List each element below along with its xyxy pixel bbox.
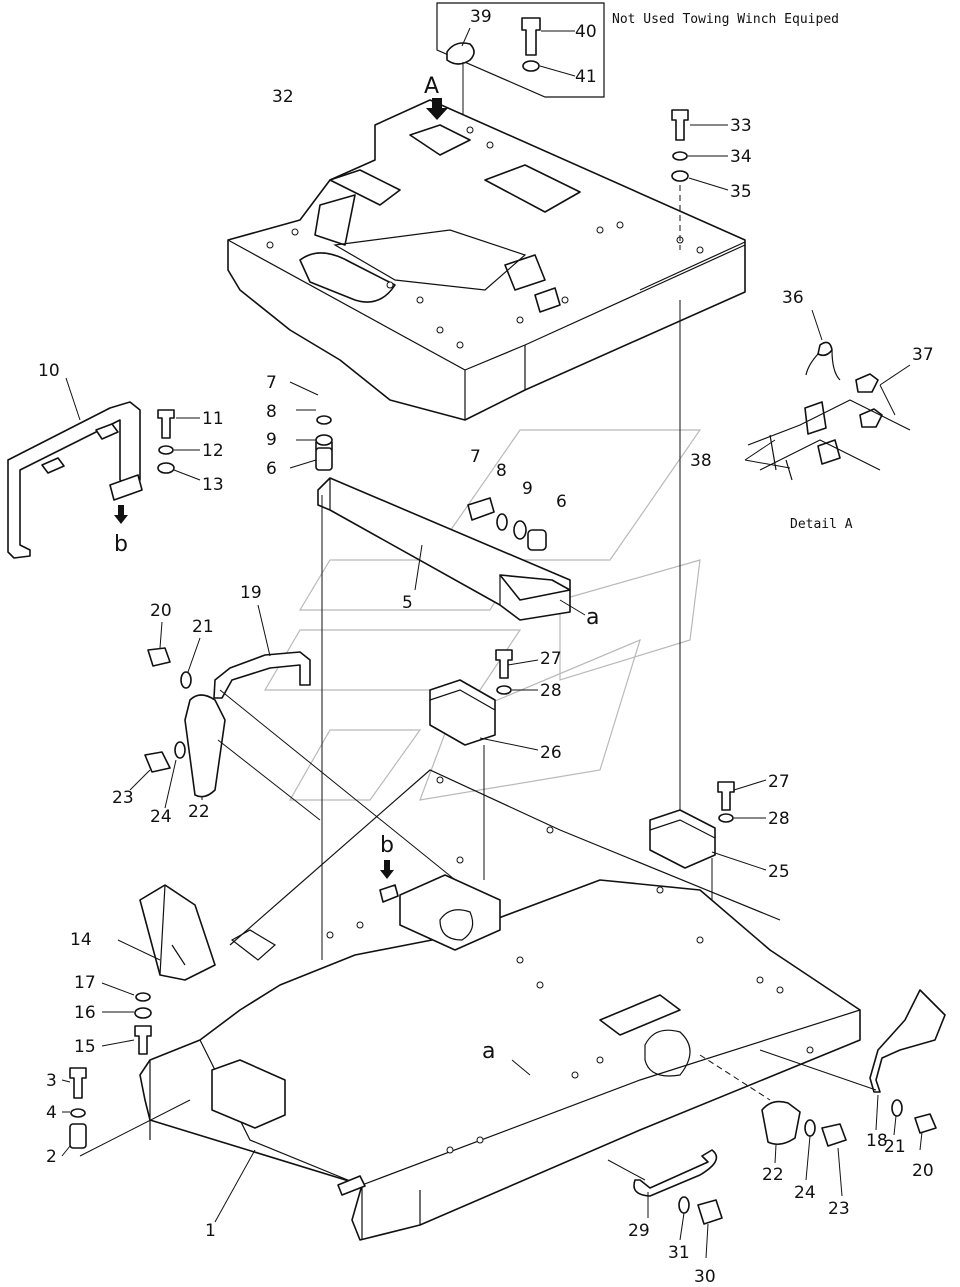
callout-36: 36 bbox=[782, 288, 804, 308]
callout-b-upper: b bbox=[114, 532, 128, 557]
callout-30: 30 bbox=[694, 1267, 716, 1287]
bolt-stack-2-4 bbox=[61, 1067, 191, 1157]
callout-4: 4 bbox=[46, 1103, 57, 1123]
callout-a-beam: a bbox=[586, 605, 599, 630]
callout-23-left: 23 bbox=[112, 788, 134, 808]
callout-41: 41 bbox=[575, 67, 597, 87]
callout-2: 2 bbox=[46, 1147, 57, 1167]
callout-28-upper: 28 bbox=[540, 681, 562, 701]
callout-33: 33 bbox=[730, 116, 752, 136]
frame-bolt-holes bbox=[266, 126, 704, 349]
callout-28-lower: 28 bbox=[768, 809, 790, 829]
bolt-stack-33-35 bbox=[671, 109, 729, 820]
callout-37: 37 bbox=[912, 345, 934, 365]
cover-plate-22-right bbox=[699, 1054, 847, 1197]
mount-26 bbox=[429, 649, 539, 880]
callout-19: 19 bbox=[240, 583, 262, 603]
detail-a-label: Detail A bbox=[790, 517, 853, 532]
detail-a-assembly bbox=[744, 309, 911, 481]
callout-20-left: 20 bbox=[150, 601, 172, 621]
callout-23-right: 23 bbox=[828, 1199, 850, 1219]
callout-13: 13 bbox=[202, 475, 224, 495]
upper-frame-32 bbox=[227, 99, 746, 421]
callout-9-upper: 9 bbox=[266, 430, 277, 450]
callout-22-right: 22 bbox=[762, 1165, 784, 1185]
callout-18: 18 bbox=[866, 1131, 888, 1151]
view-a-label: A bbox=[424, 74, 439, 99]
callout-39: 39 bbox=[470, 7, 492, 27]
callout-21-left: 21 bbox=[192, 617, 214, 637]
callout-40: 40 bbox=[575, 22, 597, 42]
callout-34: 34 bbox=[730, 147, 752, 167]
view-a-arrow bbox=[426, 98, 448, 120]
callout-1: 1 bbox=[205, 1221, 216, 1241]
callout-11: 11 bbox=[202, 409, 224, 429]
callout-27-lower: 27 bbox=[768, 772, 790, 792]
callout-8-upper: 8 bbox=[266, 402, 277, 422]
callout-24-right: 24 bbox=[794, 1183, 816, 1203]
bracket-14 bbox=[101, 884, 216, 1055]
callout-24-left: 24 bbox=[150, 807, 172, 827]
main-frame-1 bbox=[139, 769, 861, 1241]
callout-22-left: 22 bbox=[188, 802, 210, 822]
winch-note-box bbox=[436, 2, 605, 118]
callout-35: 35 bbox=[730, 182, 752, 202]
bracket-19 bbox=[147, 604, 481, 901]
hook-29 bbox=[607, 1149, 723, 1259]
callout-7-upper: 7 bbox=[266, 373, 277, 393]
callout-12: 12 bbox=[202, 441, 224, 461]
callout-5: 5 bbox=[402, 593, 413, 613]
callout-14: 14 bbox=[70, 930, 92, 950]
callout-17: 17 bbox=[74, 973, 96, 993]
callout-15: 15 bbox=[74, 1037, 96, 1057]
callout-8-lower: 8 bbox=[496, 461, 507, 481]
callout-31: 31 bbox=[668, 1243, 690, 1263]
callout-38: 38 bbox=[690, 451, 712, 471]
callout-25: 25 bbox=[768, 862, 790, 882]
callout-7-lower: 7 bbox=[470, 447, 481, 467]
callout-21-right: 21 bbox=[884, 1137, 906, 1157]
left-bracket-10 bbox=[7, 377, 201, 559]
callout-9-lower: 9 bbox=[522, 479, 533, 499]
callout-29: 29 bbox=[628, 1221, 650, 1241]
callout-20-right: 20 bbox=[912, 1161, 934, 1181]
callout-b-lower: b bbox=[380, 833, 394, 858]
callout-26: 26 bbox=[540, 743, 562, 763]
handle-18 bbox=[759, 989, 946, 1151]
callout-16: 16 bbox=[74, 1003, 96, 1023]
winch-note-text: Not Used Towing Winch Equiped bbox=[612, 12, 839, 27]
labels: Not Used Towing Winch Equiped Detail A A… bbox=[38, 7, 934, 1287]
watermark-logo bbox=[263, 429, 702, 801]
callout-a-frame: a bbox=[482, 1039, 495, 1064]
callout-10: 10 bbox=[38, 361, 60, 381]
center-beam bbox=[289, 381, 586, 960]
callout-32: 32 bbox=[272, 87, 294, 107]
callout-6-upper: 6 bbox=[266, 459, 277, 479]
callout-6-lower: 6 bbox=[556, 492, 567, 512]
frame-holes bbox=[326, 776, 814, 1154]
callout-27-upper: 27 bbox=[540, 649, 562, 669]
b-marker-frame bbox=[379, 860, 399, 903]
cover-plate-22-left bbox=[129, 694, 321, 821]
callout-3: 3 bbox=[46, 1071, 57, 1091]
